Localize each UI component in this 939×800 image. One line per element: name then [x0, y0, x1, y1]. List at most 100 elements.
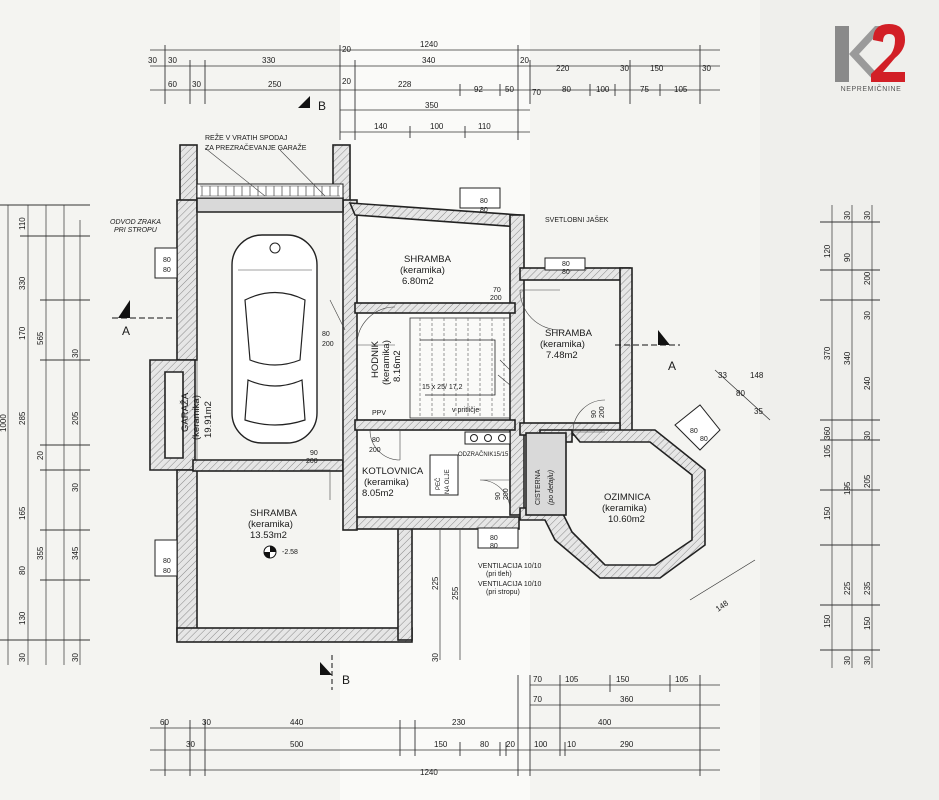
room-shramba-right: SHRAMBA (keramika) 7.48m2	[540, 328, 593, 361]
room-name: OZIMNICA	[604, 492, 651, 503]
dim-label: 105	[674, 85, 688, 94]
vent-note-line1: REŽE V VRATIH SPODAJ	[205, 133, 287, 142]
svg-text:80: 80	[690, 428, 698, 435]
svg-text:200: 200	[503, 488, 510, 500]
svg-text:80: 80	[562, 269, 570, 276]
dim-label: 100	[534, 740, 548, 749]
svg-text:200: 200	[599, 406, 606, 418]
dim-label: 30	[843, 656, 852, 665]
walls	[149, 144, 706, 643]
dim-bottom-total: 1240	[420, 768, 438, 777]
dim-label: 440	[290, 718, 304, 727]
vent-ceil-line2: (pri stropu)	[486, 589, 520, 596]
dim-label: 110	[18, 217, 27, 230]
dim-label: 20	[342, 77, 351, 86]
room-area: 8.16m2	[392, 350, 403, 382]
dim-label: 60	[168, 80, 177, 89]
dim-label: 150	[650, 64, 664, 73]
level-value: -2.58	[282, 549, 298, 556]
dim-label: 500	[290, 740, 304, 749]
logo-subtitle: NEPREMIČNINE	[840, 86, 902, 93]
dim-label: 105	[675, 675, 689, 684]
svg-text:200: 200	[490, 295, 502, 302]
room-name: HODNIK	[370, 340, 381, 378]
section-label-a: A	[122, 324, 130, 338]
svg-text:30: 30	[431, 653, 440, 662]
svg-text:80: 80	[163, 257, 171, 264]
dim-label: 355	[36, 546, 45, 560]
room-name: SHRAMBA	[545, 328, 593, 339]
room-finish: (keramika)	[191, 395, 202, 440]
garage-vent-grille	[196, 147, 344, 199]
room-hodnik: HODNIK (keramika) 8.16m2	[370, 340, 403, 385]
dim-label: 235	[863, 581, 872, 595]
paper-fold	[340, 0, 530, 800]
dim-label: 220	[556, 64, 570, 73]
dim-label: 80	[480, 740, 489, 749]
dim-label: 330	[18, 276, 27, 290]
section-label-a: A	[668, 359, 676, 373]
svg-text:80: 80	[163, 558, 171, 565]
dim-label: 250	[268, 80, 282, 89]
dim-label: 240	[863, 376, 872, 390]
room-name: KOTLOVNICA	[362, 466, 424, 477]
room-area: 7.48m2	[546, 350, 578, 361]
dim-label: 30	[702, 64, 711, 73]
air-note-line2: PRI STROPU	[114, 227, 158, 234]
dim-label: 30	[71, 349, 80, 358]
dim-label: 90	[843, 253, 852, 262]
room-finish: (keramika)	[364, 477, 409, 488]
oil-stove	[429, 454, 459, 496]
chimney-label: ODZRAČNIK15/15	[458, 451, 509, 458]
svg-text:70: 70	[493, 287, 501, 294]
svg-text:200: 200	[306, 458, 318, 465]
dim-label: 400	[598, 718, 612, 727]
room-ozimnica: OZIMNICA (keramika) 10.60m2	[602, 492, 651, 525]
stove-line2: NA OLJE	[445, 469, 451, 494]
dim-label: 340	[843, 351, 852, 365]
dim-label: 120	[823, 244, 832, 258]
dim-label: 60	[160, 718, 169, 727]
top-dimension-chain	[150, 45, 720, 140]
dim-label: 30	[71, 483, 80, 492]
dim-label: 205	[863, 474, 872, 488]
room-finish: (keramika)	[602, 503, 647, 514]
svg-text:80: 80	[562, 261, 570, 268]
room-name: SHRAMBA	[404, 254, 452, 265]
dim-label: 230	[452, 718, 466, 727]
svg-text:80: 80	[163, 568, 171, 575]
right-dimension-chain	[820, 205, 880, 668]
room-shramba-bottom: SHRAMBA (keramika) 13.53m2	[248, 508, 298, 541]
room-kotlovnica: KOTLOVNICA (keramika) 8.05m2	[362, 466, 424, 499]
bottom-dimension-chain	[150, 675, 720, 776]
svg-text:90: 90	[591, 410, 598, 418]
room-name: SHRAMBA	[250, 508, 298, 519]
svg-text:80: 80	[480, 198, 488, 205]
light-shaft-label: SVETLOBNI JAŠEK	[545, 215, 609, 224]
dim-label: 30	[620, 64, 629, 73]
door-swings	[300, 289, 606, 511]
vent-ceil-line1: VENTILACIJA 10/10	[478, 581, 542, 588]
svg-text:200: 200	[322, 341, 334, 348]
svg-text:80: 80	[322, 331, 330, 338]
k2-logo	[835, 24, 905, 82]
dim-label: 200	[863, 271, 872, 285]
svg-text:80: 80	[480, 207, 488, 214]
dim-label: 140	[374, 122, 388, 131]
garage-floor	[196, 211, 344, 461]
right-dimension-labels: 30 90 120 370 340 240 105 150 360 195 22…	[823, 211, 872, 665]
dim-label: 150	[616, 675, 630, 684]
room-shramba-top: SHRAMBA (keramika) 6.80m2	[400, 254, 452, 287]
dim-label: 565	[36, 331, 45, 345]
svg-text:255: 255	[451, 586, 460, 600]
dim-label: 150	[863, 616, 872, 630]
svg-text:80: 80	[700, 436, 708, 443]
dim-label: 370	[823, 346, 832, 360]
dim-label: 150	[823, 614, 832, 628]
dim-label: 30	[148, 56, 157, 65]
opening-labels: 80 80 80 80 70 200 80 200 80 200 90 200 …	[163, 198, 708, 575]
tank-line1: CISTERNA	[535, 469, 542, 505]
windows	[154, 187, 721, 577]
dim-label: 100	[430, 122, 444, 131]
